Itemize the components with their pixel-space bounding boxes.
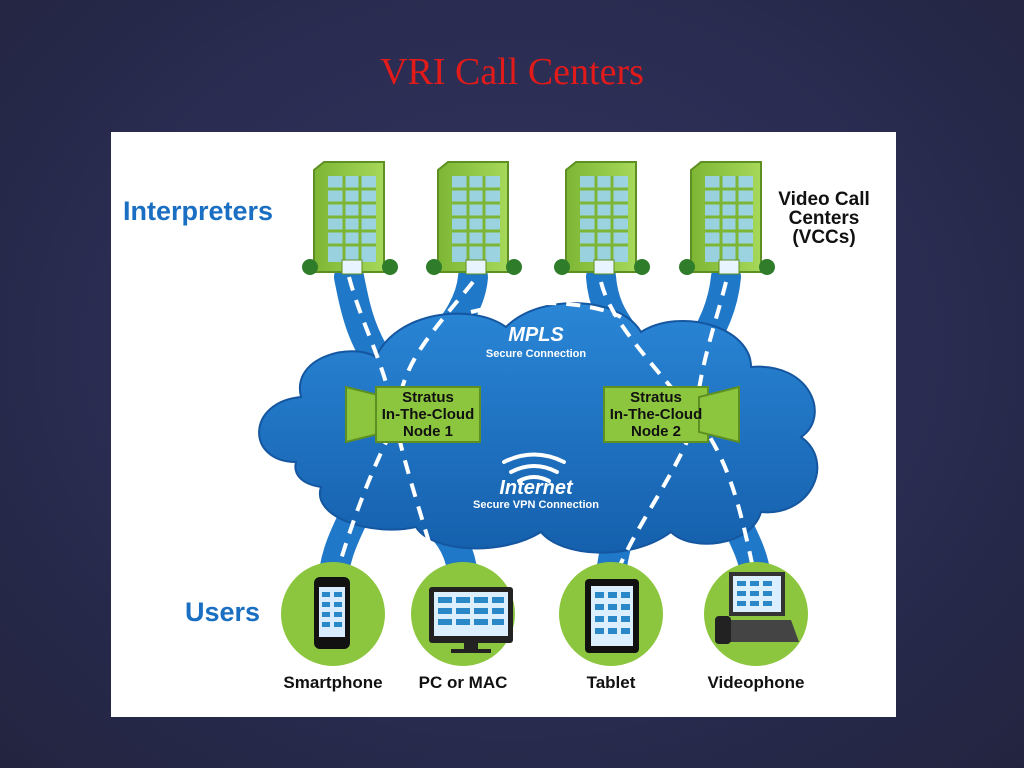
- mpls-subtitle: Secure Connection: [485, 348, 587, 360]
- user-devices: [281, 562, 808, 666]
- stratus-node-1: [345, 385, 481, 444]
- network-diagram: Interpreters Video Call Centers (VCCs) U…: [111, 132, 896, 717]
- interpreters-label: Interpreters: [123, 196, 274, 226]
- internet-title: Internet: [499, 477, 573, 499]
- vcc-label: Video Call Centers (VCCs): [778, 189, 870, 248]
- smartphone-label: Smartphone: [283, 673, 383, 692]
- users-label: Users: [185, 597, 261, 627]
- stratus-node-2-label: Stratus In-The-Cloud Node 2: [609, 388, 703, 440]
- tablet-label: Tablet: [586, 673, 636, 692]
- building-icon: [302, 161, 398, 275]
- interpreter-buildings: [302, 161, 775, 275]
- videophone-icon: [704, 562, 808, 666]
- wifi-icon: [502, 452, 566, 483]
- internet-subtitle: Secure VPN Connection: [473, 499, 599, 511]
- tablet-icon: [559, 562, 663, 666]
- building-icon: [426, 161, 522, 275]
- slide-title: VRI Call Centers: [380, 51, 644, 93]
- network-diagram-graphic: [258, 161, 819, 666]
- videophone-label: Videophone: [707, 673, 805, 692]
- building-icon: [554, 161, 650, 275]
- stratus-node-1-label: Stratus In-The-Cloud Node 1: [381, 388, 475, 440]
- mpls-title: MPLS: [508, 324, 564, 346]
- smartphone-icon: [281, 562, 385, 666]
- monitor-icon: [411, 562, 515, 666]
- pc-mac-label: PC or MAC: [418, 673, 508, 692]
- stratus-node-2: [603, 385, 740, 444]
- building-icon: [679, 161, 775, 275]
